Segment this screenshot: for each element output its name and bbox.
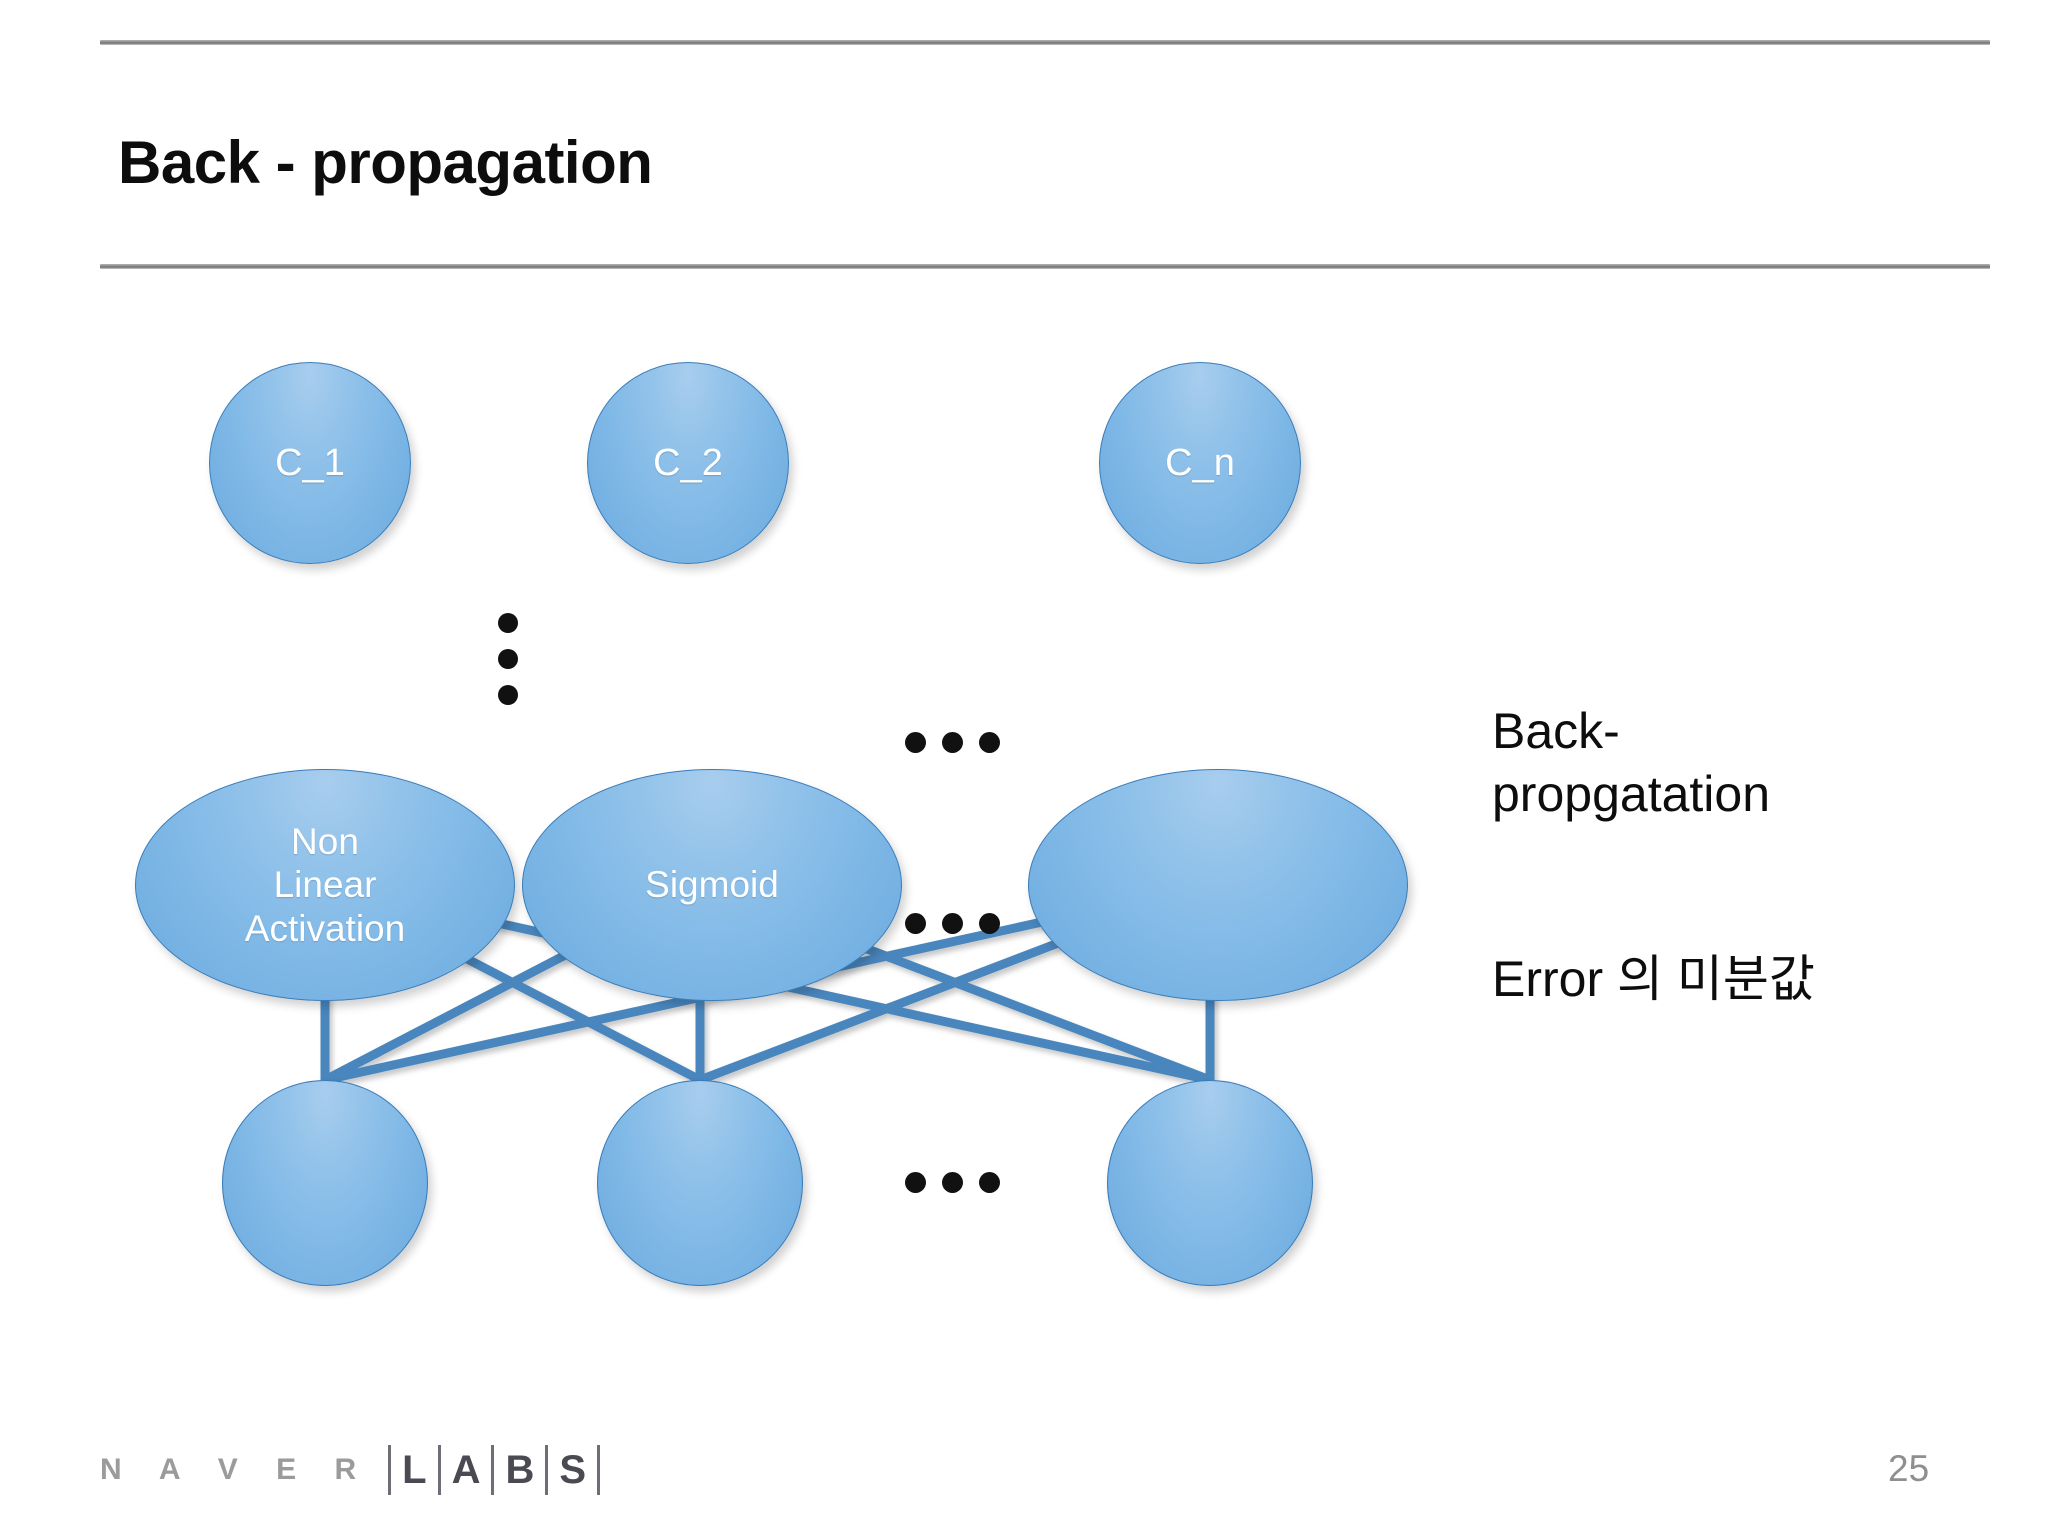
logo-divider-bar bbox=[388, 1445, 392, 1495]
page-title: Back - propagation bbox=[118, 129, 653, 196]
logo-letter-b: B bbox=[505, 1448, 535, 1492]
node-label: C_2 bbox=[653, 441, 723, 484]
page-number: 25 bbox=[1888, 1448, 1930, 1489]
node-output-cn[interactable]: C_n bbox=[1099, 362, 1301, 564]
ellipsis-activation-layer bbox=[905, 913, 1000, 934]
ellipsis-vertical-layers bbox=[498, 613, 518, 705]
header-rule-bottom bbox=[100, 264, 1990, 269]
ellipsis-input-layer bbox=[905, 1172, 1000, 1193]
node-activation-nonlinear[interactable]: Non Linear Activation bbox=[135, 769, 515, 1001]
node-activation-n[interactable] bbox=[1028, 769, 1408, 1001]
logo-labs-group: L A B S bbox=[377, 1445, 611, 1495]
ellipsis-output-layer bbox=[905, 732, 1000, 753]
node-label: C_n bbox=[1165, 441, 1235, 484]
naver-labs-logo: N A V E R L A B S bbox=[100, 1443, 611, 1497]
diagram-stage: C_1 C_2 C_n Non Linear Activation Sigmoi… bbox=[0, 280, 2048, 1340]
logo-letter-s: S bbox=[559, 1448, 587, 1492]
node-input-1[interactable] bbox=[222, 1080, 428, 1286]
logo-letter-l: L bbox=[402, 1448, 427, 1492]
node-output-c1[interactable]: C_1 bbox=[209, 362, 411, 564]
logo-divider-bar bbox=[437, 1445, 441, 1495]
logo-divider-bar bbox=[491, 1445, 495, 1495]
node-label: C_1 bbox=[275, 441, 345, 484]
node-label: Sigmoid bbox=[645, 864, 779, 906]
node-label: Non Linear Activation bbox=[244, 820, 406, 949]
logo-divider-bar bbox=[545, 1445, 549, 1495]
logo-letter-a: A bbox=[451, 1448, 481, 1492]
node-output-c2[interactable]: C_2 bbox=[587, 362, 789, 564]
logo-divider-bar bbox=[597, 1445, 601, 1495]
annotation-error-derivative: Error 의 미분값 bbox=[1492, 951, 1815, 1007]
logo-naver-text: N A V E R bbox=[100, 1453, 372, 1486]
annotation-back-propagation: Back- propgatation bbox=[1492, 703, 1771, 822]
node-activation-sigmoid[interactable]: Sigmoid bbox=[522, 769, 902, 1001]
header-rule-top bbox=[100, 40, 1990, 45]
node-input-n[interactable] bbox=[1107, 1080, 1313, 1286]
node-input-2[interactable] bbox=[597, 1080, 803, 1286]
